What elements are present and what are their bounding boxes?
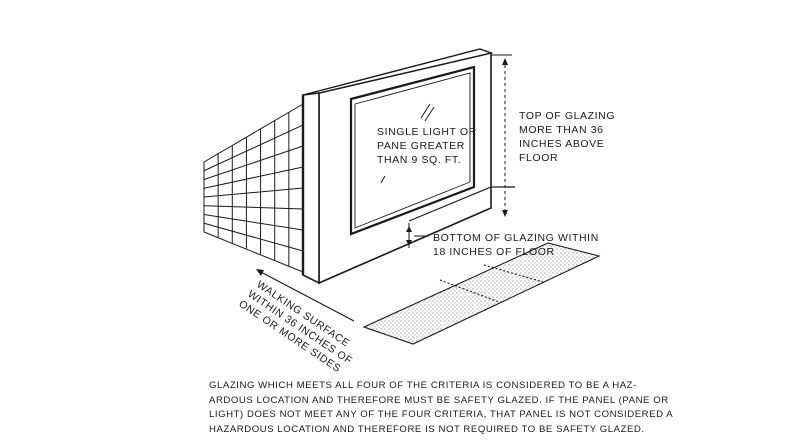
floor-edge-lines [318,186,515,284]
top-label-line-4: FLOOR [519,152,558,164]
grid-line [203,205,304,210]
caption-line-2: ARDOUS LOCATION AND THEREFORE MUST BE SA… [209,394,669,406]
walking-surface-area [362,242,601,345]
grid-line [203,166,304,189]
caption-line-1: GLAZING WHICH MEETS ALL FOUR OF THE CRIT… [209,380,637,391]
grid-line [203,222,304,252]
top-label-line-3: INCHES ABOVE [519,138,604,150]
bottom-of-glazing-dimension [406,223,429,248]
top-label-line-1: TOP OF GLAZING [519,110,615,122]
top-of-glazing-label: TOP OF GLAZING MORE THAN 36 INCHES ABOVE… [519,110,615,164]
pane-label-line-3: THAN 9 SQ. FT. [377,154,461,166]
glazing-pane [349,65,476,236]
caption-line-3: LIGHT) DOES NOT MEET ANY OF THE FOUR CRI… [209,409,674,421]
top-of-glazing-dimension [491,54,512,217]
figure-caption: GLAZING WHICH MEETS ALL FOUR OF THE CRIT… [209,379,789,437]
bottom-label-line-2: 18 INCHES OF FLOOR [433,246,555,258]
grid-line [203,124,304,172]
walking-label-line-2: WITHIN 36 INCHES OF [245,288,354,367]
walking-surface-dimension [256,269,355,322]
grid-line [203,231,304,273]
bottom-label-line-1: BOTTOM OF GLAZING WITHIN [433,232,599,244]
top-label-line-2: MORE THAN 36 [519,124,604,136]
grid-line [203,103,304,163]
pane-label-line-2: PANE GREATER [377,140,465,152]
floor-tile-grid [203,103,304,273]
pane-label: SINGLE LIGHT OR PANE GREATER THAN 9 SQ. … [377,126,477,166]
bottom-of-glazing-label: BOTTOM OF GLAZING WITHIN 18 INCHES OF FL… [433,232,599,258]
pane-label-line-1: SINGLE LIGHT OR [377,126,477,138]
grid-line [203,187,304,198]
grid-line [203,214,304,231]
grid-line [203,145,304,180]
caption-line-4: HAZARDOUS LOCATION AND THEREFORE IS NOT … [209,423,645,435]
